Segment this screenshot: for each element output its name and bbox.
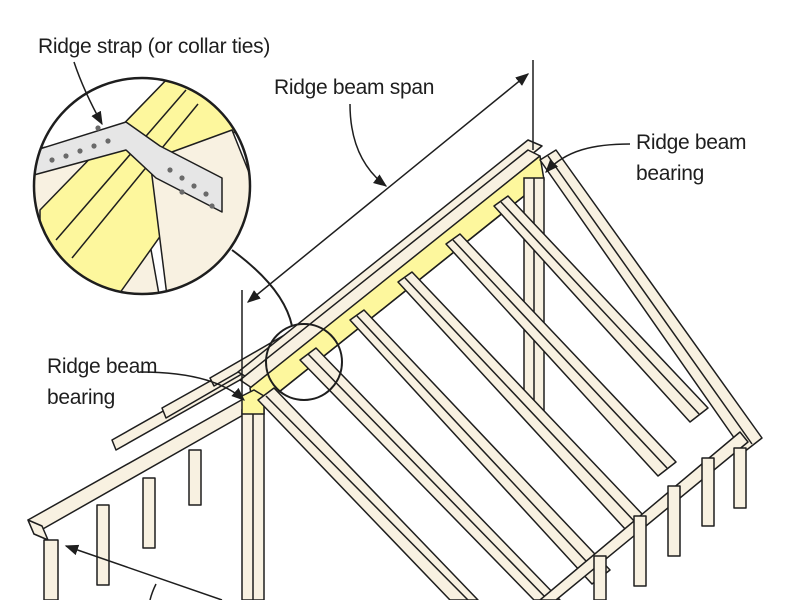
right-bearing-label-line1: Ridge beam: [636, 131, 747, 154]
right-eave: [539, 431, 749, 600]
rafter: [299, 347, 561, 600]
left-wall-post: [96, 504, 110, 586]
left-wall-post: [188, 449, 202, 506]
right-bearing-label: Ridge beam bearing: [636, 127, 747, 189]
right-bearing-leader: [545, 143, 631, 173]
leader-lines: [73, 61, 631, 401]
ridge-beam-span-label-text: Ridge beam span: [274, 76, 435, 99]
rafter: [257, 387, 479, 600]
ridge-strap-leader: [73, 61, 103, 126]
rafter: [349, 309, 611, 585]
right-wall-post: [733, 447, 747, 509]
ridge-beam-span-dimension: [241, 60, 534, 396]
bottom-span-dimension: [64, 544, 223, 600]
ridge-strap-label-text: Ridge strap (or collar ties): [38, 35, 271, 58]
rafter: [539, 149, 763, 453]
right-roof-rafters: [257, 149, 763, 600]
right-wall-post: [667, 485, 681, 557]
ridge-strap-detail: [32, 76, 252, 296]
span-leader: [349, 103, 388, 187]
strap-nail-holes: [49, 125, 215, 209]
left-bearing-label: Ridge beam bearing: [47, 351, 158, 413]
right-wall-post: [633, 515, 647, 587]
ridge-strap-label: Ridge strap (or collar ties): [38, 31, 270, 62]
left-bearing-leader: [139, 371, 246, 401]
left-bearing-label-line2: bearing: [47, 386, 115, 409]
left-wall-post: [142, 477, 156, 549]
right-wall-post: [701, 457, 715, 527]
right-bearing-label-line2: bearing: [636, 162, 704, 185]
right-wall-post: [593, 555, 607, 600]
detail-connector: [231, 249, 343, 401]
detail-focus-circle: [265, 323, 343, 401]
ridge-beam-span-label: Ridge beam span: [274, 72, 434, 103]
left-bearing-label-line1: Ridge beam: [47, 355, 158, 378]
left-wall-post: [43, 539, 59, 600]
